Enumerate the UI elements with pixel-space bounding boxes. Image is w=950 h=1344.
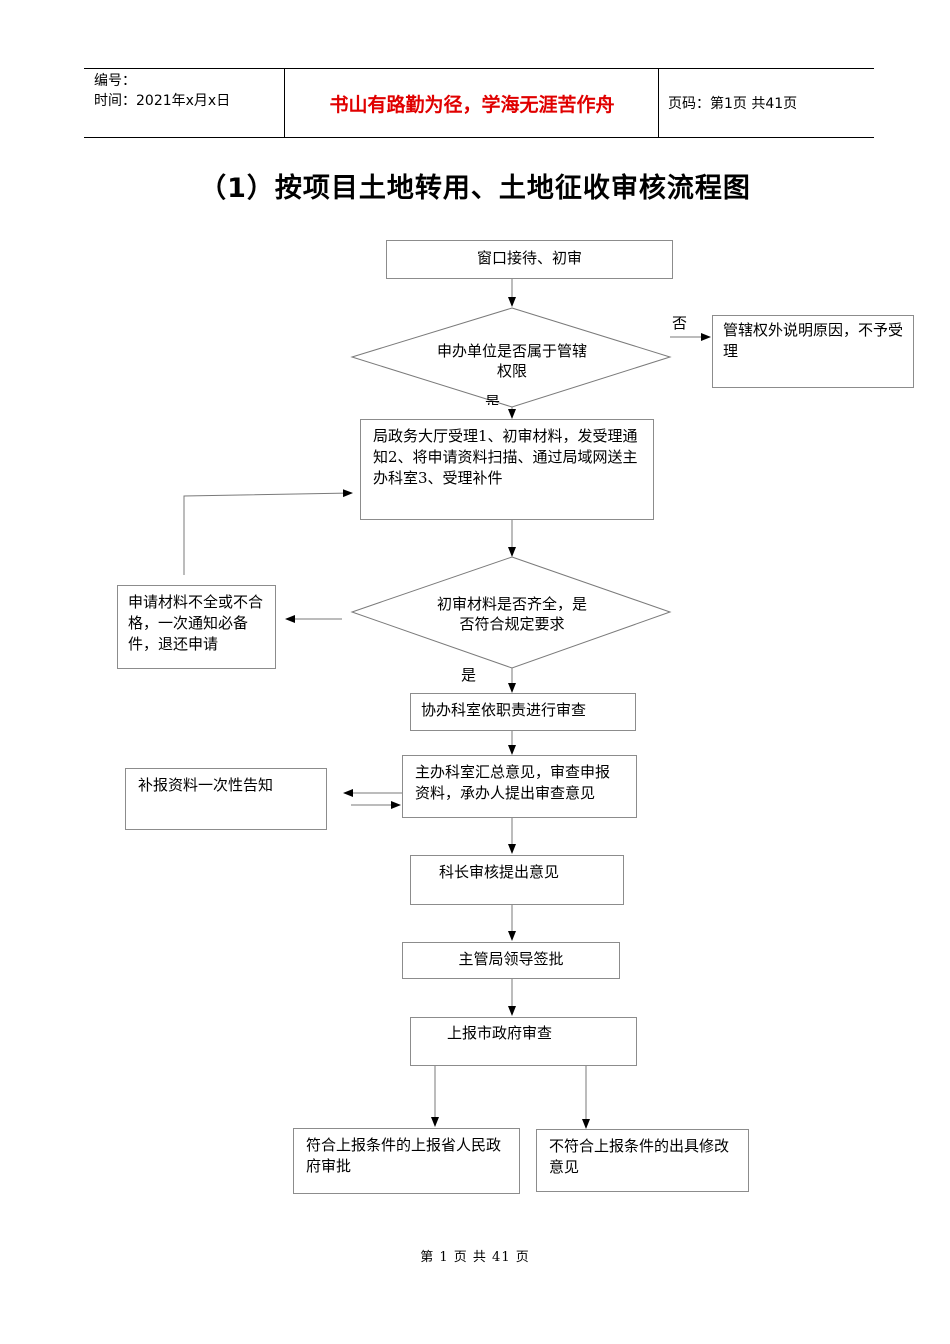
outside-jurisdiction-box: 管辖权外说明原因，不予受理 [712,315,914,388]
outside-jurisdiction-text: 管辖权外说明原因，不予受理 [723,321,904,360]
yes-label-1: 是 [485,393,501,405]
time-label: 时间：2021年x月x日 [94,93,231,109]
incomplete-materials-box: 申请材料不全或不合格，一次通知必备件，退还申请 [117,585,276,669]
approve-path-text: 符合上报条件的上报省人民政府审批 [306,1136,502,1175]
document-header: 编号： 时间：2021年x月x日 书山有路勤为径，学海无涯苦作舟 页码：第1页 … [84,68,874,138]
hall-accept-text: 局政务大厅受理1、初审材料，发受理通知2、将申请资料扫描、通过局域网送主办科室3… [373,427,638,487]
city-review-text: 上报市政府审查 [447,1024,553,1042]
leader-sign-text: 主管局领导签批 [458,950,564,968]
reception-box: 窗口接待、初审 [386,240,673,279]
reject-path-box: 不符合上报条件的出具修改意见 [536,1129,749,1192]
supplement-notice-box: 补报资料一次性告知 [125,768,327,830]
incomplete-materials-text: 申请材料不全或不合格，一次通知必备件，退还申请 [128,593,264,653]
header-divider [284,69,285,137]
chief-review-box: 科长审核提出意见 [410,855,624,905]
page-title: （1）按项目土地转用、土地征收审核流程图 [199,173,751,204]
approve-path-box: 符合上报条件的上报省人民政府审批 [293,1128,520,1194]
jurisdiction-question-text: 申办单位是否属于管辖权限 [437,342,588,380]
header-divider [658,69,659,137]
assist-review-box: 协办科室依职责进行审查 [410,693,636,731]
header-motto: 书山有路勤为径，学海无涯苦作舟 [329,93,615,116]
assist-review-text: 协办科室依职责进行审查 [421,701,587,719]
no-label: 否 [672,314,688,332]
hall-accept-box: 局政务大厅受理1、初审材料，发受理通知2、将申请资料扫描、通过局域网送主办科室3… [360,419,654,520]
jurisdiction-decision-diamond [350,307,672,408]
arrow-loop-back-to-hall [183,489,353,575]
reject-path-text: 不符合上报条件的出具修改意见 [549,1137,730,1176]
materials-decision-diamond [350,556,672,669]
supplement-notice-text: 补报资料一次性告知 [138,776,274,794]
header-page-info: 页码：第1页 共41页 [668,96,798,112]
main-review-box: 主办科室汇总意见，审查申报资料，承办人提出审查意见 [402,755,637,818]
yes-label-2: 是 [461,666,477,684]
reception-text: 窗口接待、初审 [476,249,582,267]
main-review-text: 主办科室汇总意见，审查申报资料，承办人提出审查意见 [415,763,611,802]
leader-sign-box: 主管局领导签批 [402,942,620,979]
city-review-box: 上报市政府审查 [410,1017,637,1066]
page-footer: 第 1 页 共 41 页 [420,1250,530,1265]
materials-question-text: 初审材料是否齐全，是否符合规定要求 [437,595,588,633]
number-label: 编号： [94,73,136,89]
chief-review-text: 科长审核提出意见 [439,863,560,881]
header-meta: 编号： 时间：2021年x月x日 [94,71,284,111]
